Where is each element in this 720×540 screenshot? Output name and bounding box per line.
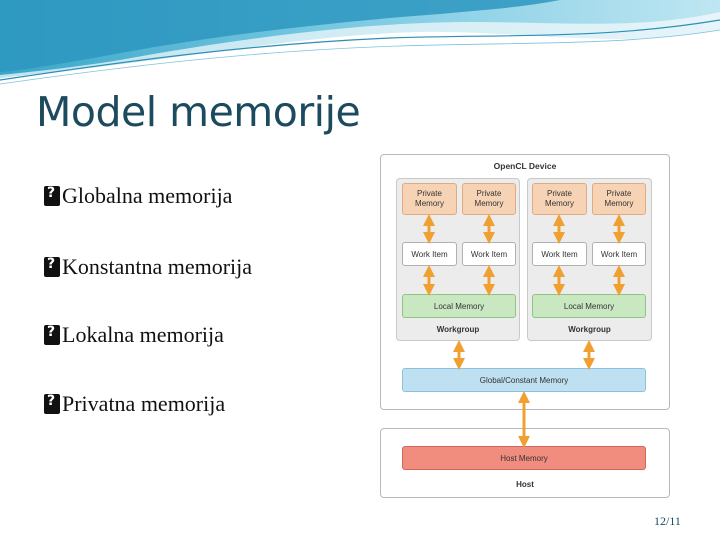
- page-number: 12/11: [654, 514, 681, 528]
- header-wave-decoration: [0, 0, 720, 85]
- private-memory-box: Private Memory: [532, 183, 587, 215]
- local-memory-label: Local Memory: [563, 301, 615, 311]
- bullet-marker-icon: [44, 393, 60, 414]
- arrows-layer: [423, 214, 625, 448]
- slide-title: Model memorije: [36, 88, 361, 136]
- host-label: Host: [516, 479, 534, 489]
- bullet-text: Lokalna memorija: [62, 322, 224, 347]
- workgroup-label: Workgroup: [568, 324, 611, 334]
- bullet-text: Globalna memorija: [62, 183, 233, 208]
- host-memory-box: Host Memory: [402, 446, 646, 470]
- work-item-label: Work Item: [600, 249, 638, 259]
- private-memory-label: Private Memory: [415, 189, 444, 208]
- private-memory-label: Private Memory: [604, 189, 634, 208]
- bullet-marker-icon: [44, 256, 60, 277]
- work-item-label: Work Item: [541, 249, 578, 259]
- private-memory-box: Private Memory: [592, 183, 646, 215]
- bullet-lokalna: Lokalna memorija: [44, 322, 224, 348]
- local-memory-label: Local Memory: [433, 301, 485, 311]
- bullet-globalna: Globalna memorija: [44, 183, 232, 209]
- local-memory-box: Local Memory: [402, 294, 516, 318]
- bullet-text: Konstantna memorija: [62, 254, 253, 279]
- host-memory-label: Host Memory: [500, 453, 548, 463]
- work-item-label: Work Item: [470, 249, 508, 259]
- private-memory-label: Private Memory: [545, 189, 574, 208]
- workgroup-label: Workgroup: [436, 324, 480, 334]
- bullet-marker-icon: [44, 185, 60, 206]
- private-memory-box: Private Memory: [462, 183, 516, 215]
- global-memory-label: Global/Constant Memory: [479, 375, 569, 385]
- local-memory-box: Local Memory: [532, 294, 646, 318]
- opencl-memory-model-diagram: OpenCL Device Private Memory Private Mem…: [380, 154, 670, 499]
- work-item-label: Work Item: [411, 249, 448, 259]
- global-constant-memory-box: Global/Constant Memory: [402, 368, 646, 392]
- bullet-konstantna: Konstantna memorija: [44, 254, 252, 280]
- bullet-marker-icon: [44, 324, 60, 345]
- bullet-privatna: Privatna memorija: [44, 391, 225, 417]
- bullet-text: Privatna memorija: [62, 391, 226, 416]
- private-memory-box: Private Memory: [402, 183, 457, 215]
- private-memory-label: Private Memory: [474, 189, 504, 208]
- device-title: OpenCL Device: [493, 161, 557, 171]
